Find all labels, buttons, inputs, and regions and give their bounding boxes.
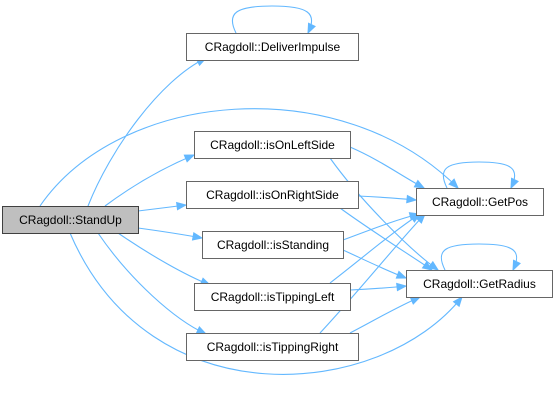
edge-line xyxy=(329,213,421,284)
node-box xyxy=(2,206,139,234)
edge-istippingright-to-getradius xyxy=(349,296,422,334)
arrowhead xyxy=(421,261,434,271)
edge-isonleftside-to-getpos xyxy=(349,146,426,189)
edge-line xyxy=(442,161,516,189)
edge-standup-to-getradius xyxy=(69,232,463,375)
arrowhead xyxy=(195,326,208,335)
arrowhead xyxy=(176,201,188,211)
edge-line xyxy=(104,154,195,207)
edge-line xyxy=(231,5,313,34)
node-label: CRagdoll::isTippingLeft xyxy=(211,290,335,304)
arrowhead xyxy=(510,177,519,190)
node-istippingleft[interactable]: CRagdoll::isTippingLeft xyxy=(194,283,351,311)
edge-isstanding-to-getradius xyxy=(342,249,408,279)
edge-deliverimpulse-to-deliverimpulse xyxy=(231,5,316,35)
arrowhead xyxy=(512,259,521,272)
edge-standup-to-getpos xyxy=(39,108,459,207)
edge-line xyxy=(329,157,439,271)
node-box xyxy=(416,188,544,216)
arrowhead xyxy=(395,270,408,279)
node-getpos[interactable]: CRagdoll::GetPos xyxy=(416,188,544,216)
edge-standup-to-istippingleft xyxy=(117,232,212,286)
arrowhead xyxy=(406,194,418,204)
edge-line xyxy=(97,232,207,335)
edge-line xyxy=(319,213,426,334)
node-standup[interactable]: CRagdoll::StandUp xyxy=(2,206,139,234)
node-box xyxy=(186,33,359,61)
edge-standup-to-isonleftside xyxy=(104,154,196,207)
edge-standup-to-isonrightside xyxy=(137,201,188,212)
node-box xyxy=(406,270,553,298)
node-label: CRagdoll::GetPos xyxy=(432,195,528,209)
node-label: CRagdoll::GetRadius xyxy=(423,277,536,291)
edge-line xyxy=(349,296,421,334)
arrowhead xyxy=(396,282,408,292)
edge-line xyxy=(349,146,425,189)
node-label: CRagdoll::isOnLeftSide xyxy=(210,138,335,152)
arrowhead xyxy=(183,154,196,163)
node-box xyxy=(186,333,359,361)
node-label: CRagdoll::isTippingRight xyxy=(207,340,339,354)
edge-line xyxy=(342,249,407,279)
edge-istippingright-to-getpos xyxy=(319,213,426,334)
node-box xyxy=(194,283,351,311)
arrowhead xyxy=(191,232,204,241)
edge-standup-to-isstanding xyxy=(137,227,204,241)
edge-istippingleft-to-getradius xyxy=(349,282,408,292)
arrowhead xyxy=(452,295,463,308)
node-getradius[interactable]: CRagdoll::GetRadius xyxy=(406,270,553,298)
edge-getpos-to-getpos xyxy=(442,161,519,190)
edge-line xyxy=(137,227,203,239)
node-isonrightside[interactable]: CRagdoll::isOnRightSide xyxy=(186,181,359,209)
edge-line xyxy=(117,232,211,286)
node-label: CRagdoll::isOnRightSide xyxy=(206,188,339,202)
edge-line xyxy=(69,232,463,375)
arrowhead xyxy=(307,22,316,35)
arrowhead xyxy=(413,179,426,189)
edge-line xyxy=(440,243,518,271)
arrowhead xyxy=(448,178,459,189)
edge-standup-to-istippingright xyxy=(97,232,208,335)
node-isstanding[interactable]: CRagdoll::isStanding xyxy=(202,231,344,259)
edge-isonrightside-to-getradius xyxy=(339,207,434,271)
edge-line xyxy=(39,108,459,207)
node-box xyxy=(202,231,344,259)
arrowhead xyxy=(415,213,426,224)
edges-layer xyxy=(39,5,521,375)
node-isonleftside[interactable]: CRagdoll::isOnLeftSide xyxy=(194,131,351,159)
edge-getradius-to-getradius xyxy=(440,243,521,272)
edge-isonrightside-to-getpos xyxy=(357,194,418,204)
edge-line xyxy=(87,57,207,207)
node-box xyxy=(194,131,351,159)
nodes-layer: CRagdoll::StandUp CRagdoll::DeliverImpuls… xyxy=(2,33,553,361)
arrowhead xyxy=(409,296,422,305)
node-label: CRagdoll::StandUp xyxy=(19,213,122,227)
node-deliverimpulse[interactable]: CRagdoll::DeliverImpulse xyxy=(186,33,359,61)
node-box xyxy=(186,181,359,209)
node-istippingright[interactable]: CRagdoll::isTippingRight xyxy=(186,333,359,361)
node-label: CRagdoll::isStanding xyxy=(217,238,329,252)
node-label: CRagdoll::DeliverImpulse xyxy=(205,40,341,54)
